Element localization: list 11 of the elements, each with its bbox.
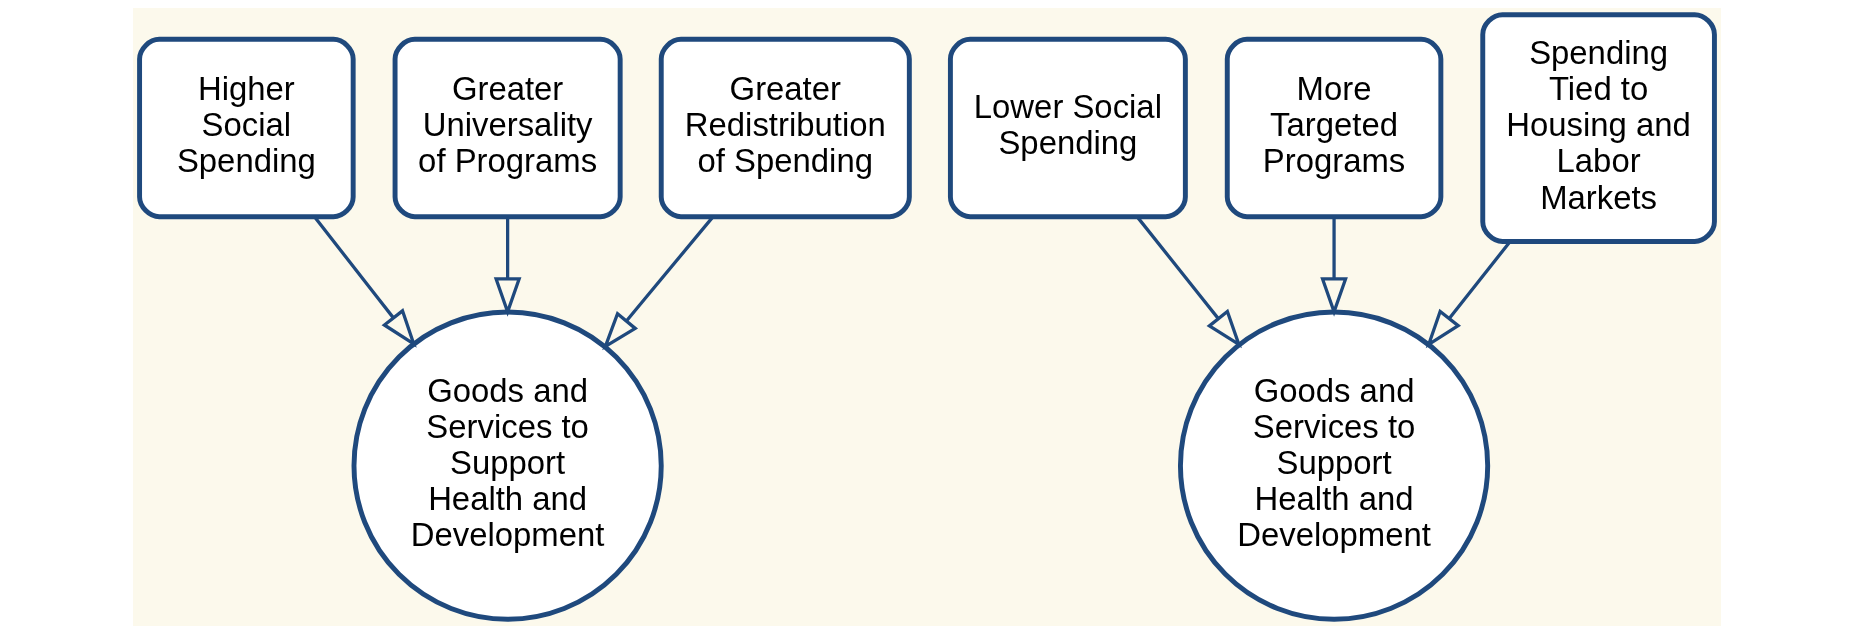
node-box: Spending Tied to Housing and Labor Markets (1479, 12, 1717, 244)
node-box: Lower Social Spending (947, 36, 1188, 220)
node-box: Greater Redistribution of Spending (658, 36, 912, 220)
node-box: Higher Social Spending (136, 36, 356, 220)
arrow (1135, 216, 1242, 349)
arrow (312, 216, 417, 348)
arrow (601, 216, 714, 351)
arrow (1319, 217, 1348, 317)
arrow (493, 217, 521, 317)
node-box: Greater Universality of Programs (392, 36, 623, 220)
node-box: More Targeted Programs (1224, 36, 1443, 220)
